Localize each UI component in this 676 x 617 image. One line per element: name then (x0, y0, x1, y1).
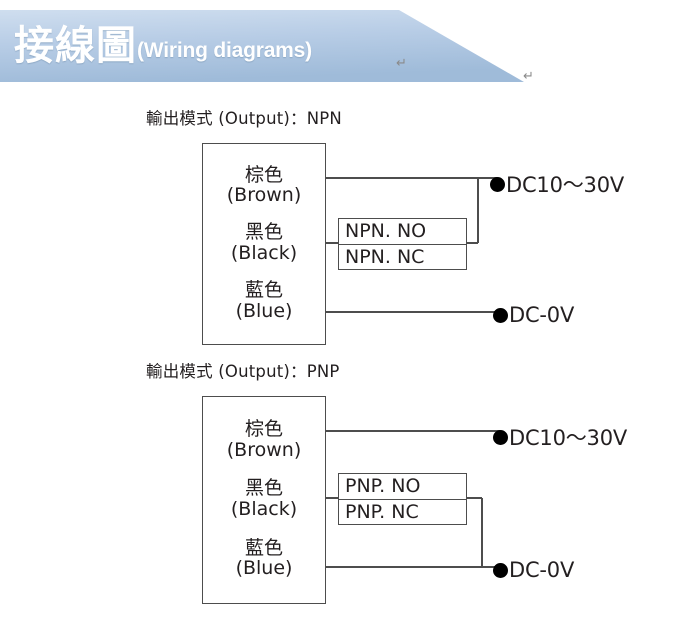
mode-row-nc: PNP. NC (345, 500, 419, 523)
output-mode-box-pnp: PNP. NO PNP. NC (338, 473, 467, 525)
terminal-ground-pnp: DC-0V (493, 558, 574, 582)
section-pnp: 輸出模式 (Output)：PNP 棕色 (Brown) (0, 358, 676, 608)
mode-row-no: PNP. NO (339, 474, 466, 500)
wire-label-blue-en: (Blue) (235, 299, 293, 322)
wire-label-brown: 棕色 (Brown) (227, 165, 301, 206)
wire-label-black: 黑色 (Black) (231, 478, 297, 519)
wire-label-black-cjk: 黑色 (244, 221, 283, 244)
wire-label-brown-cjk: 棕色 (244, 418, 283, 441)
wire-label-black-en: (Black) (230, 497, 298, 520)
section-heading-pnp: 輸出模式 (Output)：PNP (146, 362, 340, 381)
lead-color-box-npn: 棕色 (Brown) 黑色 (Black) 藍色 (Blue) (202, 143, 326, 345)
mode-row-nc: NPN. NC (345, 245, 425, 268)
terminal-dot-icon (493, 429, 508, 445)
wire-label-brown-en: (Brown) (226, 438, 302, 461)
paragraph-mark-icon: ↵ (523, 69, 534, 84)
wire-label-black-cjk: 黑色 (244, 477, 283, 500)
terminal-supply-npn: DC10～30V (490, 169, 624, 199)
wiring-lines-pnp (325, 430, 500, 568)
wire-label-blue-en: (Blue) (235, 557, 293, 580)
lead-color-box-pnp: 棕色 (Brown) 黑色 (Black) 藍色 (Blue) (202, 396, 326, 604)
paragraph-mark-icon: ↵ (396, 56, 407, 71)
output-mode-box-npn: NPN. NO NPN. NC (338, 218, 467, 270)
mode-row-no: NPN. NO (339, 219, 466, 245)
section-npn: 輸出模式 (Output)：NPN 棕色 (Brown) (0, 105, 676, 350)
wire-label-blue-cjk: 藍色 (244, 279, 283, 302)
banner-shape (0, 10, 524, 82)
terminal-label-supply: DC10～30V (509, 426, 628, 450)
terminal-dot-icon (490, 176, 505, 192)
terminal-supply-pnp: DC10～30V (493, 422, 627, 452)
wire-label-black: 黑色 (Black) (231, 222, 297, 263)
wire-label-blue-cjk: 藍色 (244, 536, 283, 559)
wire-label-blue: 藍色 (Blue) (236, 280, 293, 321)
section-heading-npn: 輸出模式 (Output)：NPN (146, 109, 342, 128)
terminal-label-supply: DC10～30V (506, 173, 625, 197)
wire-label-brown: 棕色 (Brown) (227, 419, 301, 460)
wire-label-blue: 藍色 (Blue) (236, 538, 293, 579)
terminal-dot-icon (493, 307, 508, 323)
wire-label-brown-cjk: 棕色 (244, 163, 283, 186)
wire-label-brown-en: (Brown) (226, 184, 302, 207)
terminal-ground-npn: DC-0V (493, 303, 574, 327)
page-banner: 接線圖 (Wiring diagrams) (0, 10, 560, 84)
terminal-dot-icon (493, 562, 508, 578)
terminal-label-ground: DC-0V (509, 303, 575, 327)
wire-label-black-en: (Black) (230, 241, 298, 264)
terminal-label-ground: DC-0V (509, 558, 575, 582)
wiring-lines-npn (325, 177, 500, 313)
